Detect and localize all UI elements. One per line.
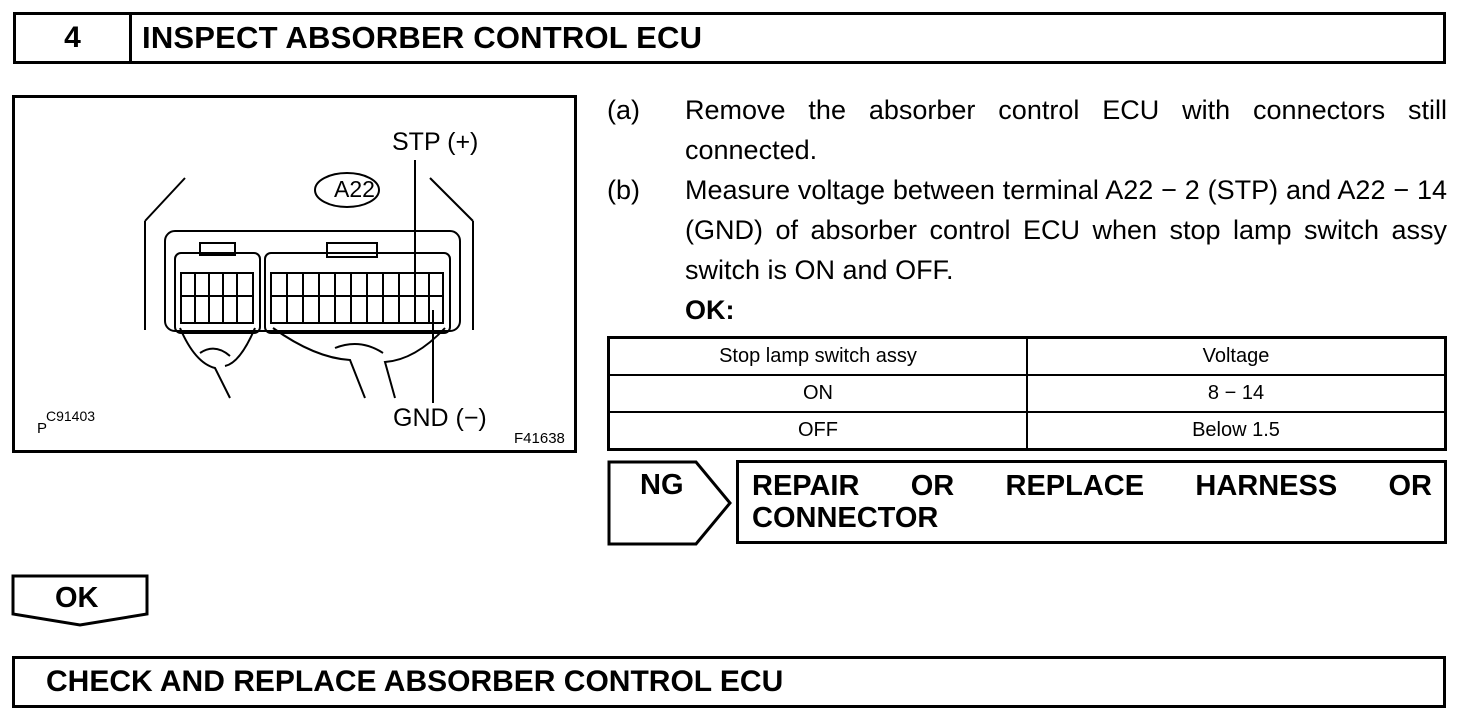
instruction-label: (a) [607, 95, 640, 125]
table-cell: Below 1.5 [1026, 411, 1447, 451]
connector-id-label: A22 [334, 176, 375, 202]
ng-label: NG [640, 469, 684, 501]
instructions: (a) Remove the absorber control ECU with… [607, 90, 1447, 330]
instruction-label: (b) [607, 175, 640, 205]
instruction-item: (b) Measure voltage between terminal A22… [607, 170, 1447, 290]
next-step-box: CHECK AND REPLACE ABSORBER CONTROL ECU [12, 656, 1446, 708]
next-step-title: CHECK AND REPLACE ABSORBER CONTROL ECU [46, 665, 784, 698]
ok-criteria-label: OK: [685, 295, 735, 325]
connector-figure: STP (+) A22 GND (−) P C91403 F41638 [12, 95, 577, 453]
table-row: OFF Below 1.5 [607, 411, 1447, 451]
ng-result-line1: REPAIR OR REPLACE HARNESS OR [752, 470, 1432, 502]
figure-ref-code: C91403 [46, 408, 96, 424]
ng-result-text: REPAIR OR REPLACE HARNESS OR CONNECTOR [752, 470, 1432, 534]
ng-result-box: REPAIR OR REPLACE HARNESS OR CONNECTOR [736, 460, 1447, 544]
table-header-row: Stop lamp switch assy Voltage [607, 336, 1447, 376]
instruction-text: Measure voltage between terminal A22 − 2… [685, 175, 1447, 285]
spec-table: Stop lamp switch assy Voltage ON 8 − 14 … [607, 336, 1447, 451]
step-title: INSPECT ABSORBER CONTROL ECU [142, 20, 703, 55]
gnd-terminal-label: GND (−) [393, 404, 487, 432]
instruction-item: (a) Remove the absorber control ECU with… [607, 90, 1447, 170]
table-cell: OFF [607, 411, 1028, 451]
step-number: 4 [16, 15, 132, 61]
table-cell: ON [607, 374, 1028, 413]
column-header: Stop lamp switch assy [607, 336, 1028, 376]
ng-result-line2: CONNECTOR [752, 502, 939, 534]
step-header: 4 INSPECT ABSORBER CONTROL ECU [13, 12, 1446, 64]
figure-code: F41638 [514, 430, 565, 447]
ng-arrow-icon [607, 460, 732, 546]
instruction-text: Remove the absorber control ECU with con… [685, 95, 1447, 165]
ecu-connector-illustration [144, 160, 474, 403]
ok-label: OK [55, 582, 99, 614]
table-row: ON 8 − 14 [607, 374, 1447, 413]
ok-arrow-icon [11, 574, 149, 627]
stp-terminal-label: STP (+) [392, 128, 479, 156]
table-cell: 8 − 14 [1026, 374, 1447, 413]
column-header: Voltage [1026, 336, 1447, 376]
figure-ref-prefix: P [37, 420, 48, 437]
